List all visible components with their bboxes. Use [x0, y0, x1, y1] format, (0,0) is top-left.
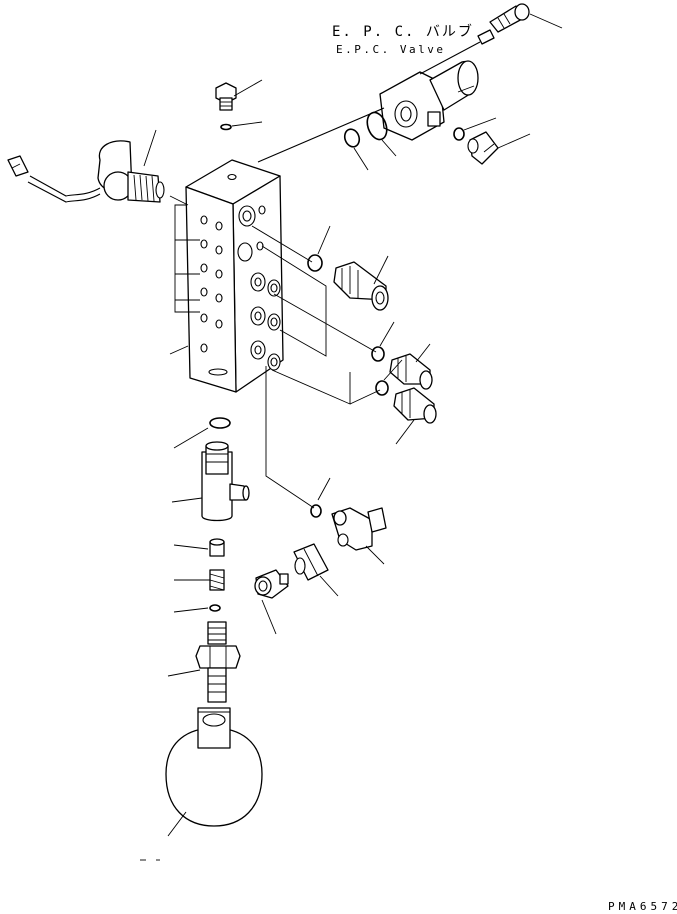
title-english: E.P.C. Valve [336, 43, 445, 56]
spring-o-ring[interactable] [209, 604, 221, 612]
relief-valve-body[interactable] [201, 441, 250, 522]
tee-fitting[interactable] [331, 507, 387, 551]
drawing-code: PMA6572 [608, 900, 677, 913]
elbow-o-ring[interactable] [453, 127, 465, 141]
accumulator-adapter[interactable] [195, 621, 241, 703]
tee-o-ring[interactable] [310, 504, 322, 518]
callout-leader-lines [140, 13, 563, 861]
spring[interactable] [209, 569, 225, 591]
accumulator[interactable] [165, 707, 263, 827]
valve-block[interactable] [185, 159, 284, 393]
assembly-guide-lines [251, 225, 381, 509]
block-bracket-lines [169, 195, 200, 313]
left-solenoid-valve[interactable] [7, 140, 165, 203]
epc-assembly-line [257, 107, 385, 163]
title-japanese: E. P. C. バルブ [332, 23, 474, 40]
o-ring-middle[interactable] [371, 346, 385, 362]
cartridge-valve-large[interactable] [333, 261, 389, 311]
cartridge-valve-small-1[interactable] [389, 353, 433, 390]
epc-connector-bolt[interactable] [489, 3, 530, 33]
hex-adapter[interactable] [293, 543, 329, 581]
o-ring-upper[interactable] [307, 254, 323, 272]
plug-bolt[interactable] [215, 82, 237, 111]
elbow-fitting[interactable] [467, 131, 499, 165]
small-washer[interactable] [220, 123, 232, 131]
pressure-switch[interactable] [254, 569, 289, 599]
o-ring-lower[interactable] [375, 380, 389, 396]
epc-valve[interactable] [379, 29, 495, 141]
poppet[interactable] [209, 538, 225, 557]
cartridge-valve-small-2[interactable] [393, 387, 437, 424]
bottom-o-ring[interactable] [209, 417, 231, 429]
epc-o-ring-small[interactable] [342, 127, 361, 149]
